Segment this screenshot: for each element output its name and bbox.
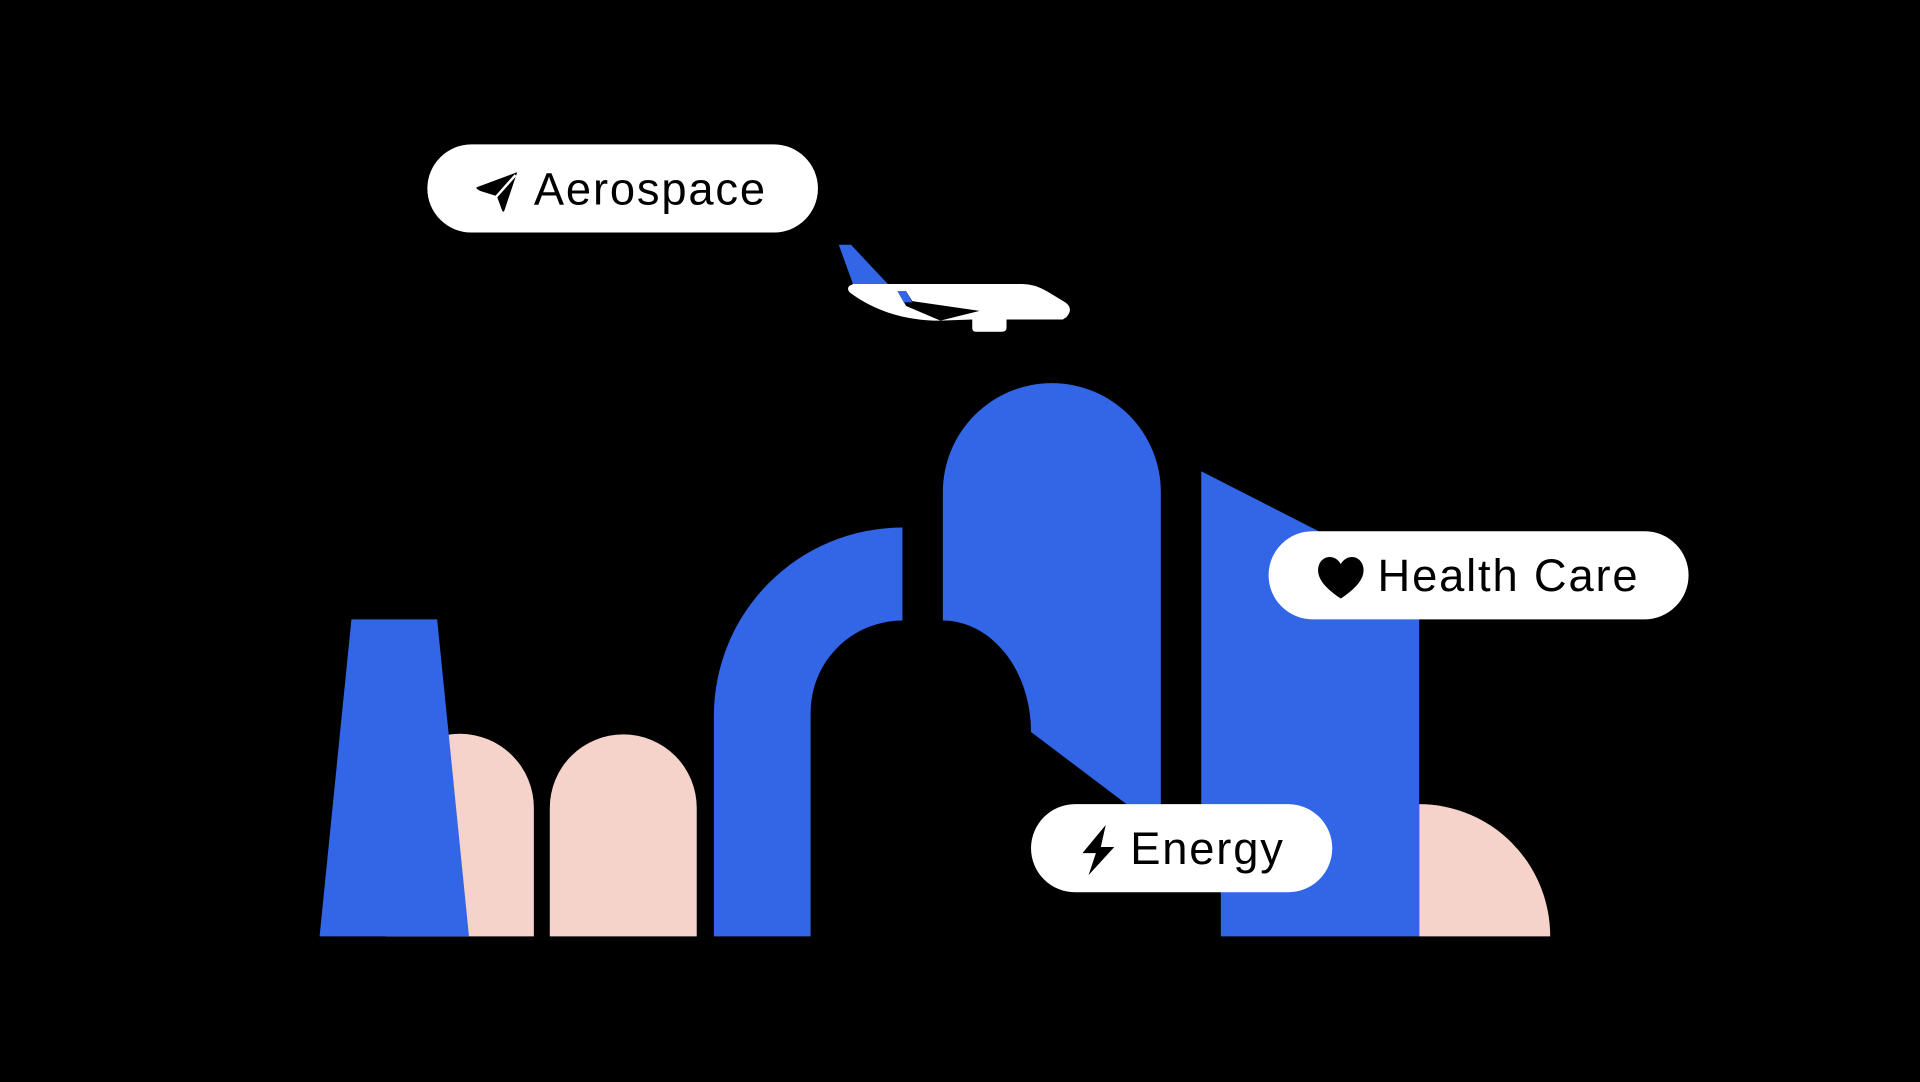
energy-text: Energy [1130,823,1285,874]
paper-plane-icon [473,168,522,215]
heart-icon [1318,557,1364,599]
airplane-illustration [838,244,1070,332]
aerospace-text: Aerospace [534,163,767,214]
health-care-label: Health Care [1268,531,1689,620]
pink-arch-middle [549,734,697,937]
energy-label: Energy [1031,804,1333,893]
blue-tower [319,619,469,937]
lightning-bolt-icon [1082,824,1115,876]
aerospace-label: Aerospace [427,144,818,233]
blue-tall-arch [942,383,1161,805]
pink-quarter-right [1419,804,1551,937]
health-care-text: Health Care [1378,550,1640,601]
blue-curved-arch [713,527,903,937]
